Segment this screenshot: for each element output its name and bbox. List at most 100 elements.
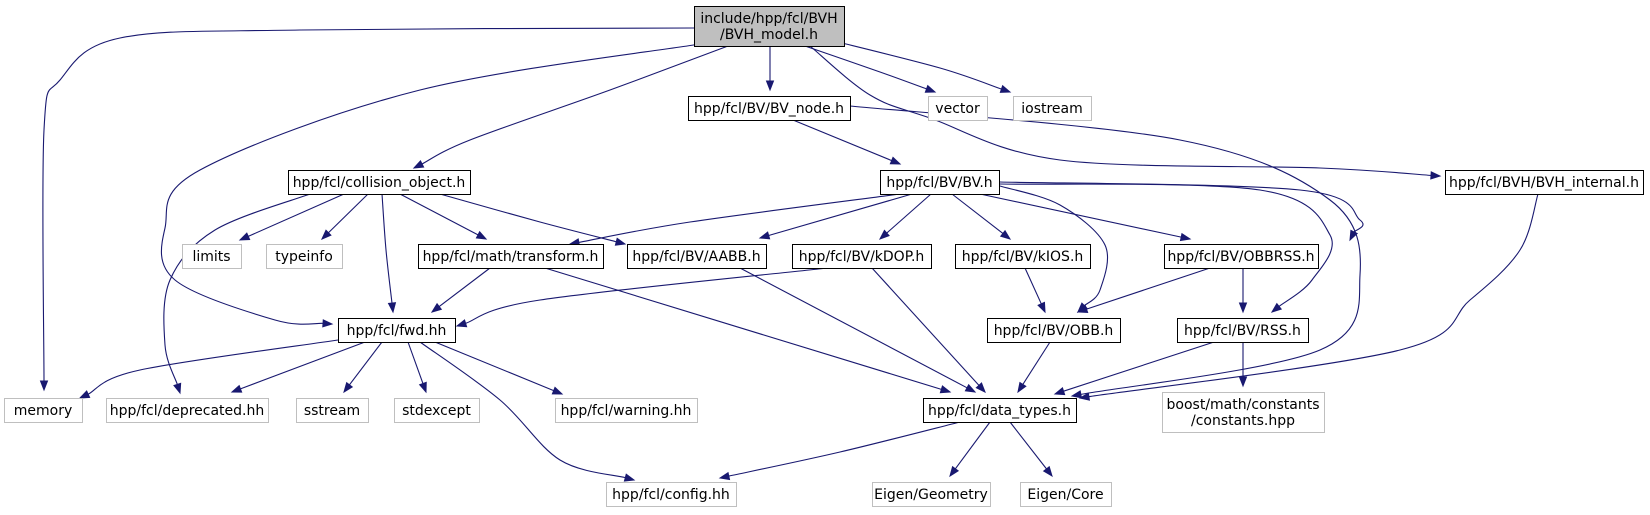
arrowhead [39,380,49,392]
node-label: hpp/fcl/BV/RSS.h [1184,323,1301,339]
edge-line [809,45,1432,176]
edge-line [1088,193,1539,398]
node-bv-node[interactable]: hpp/fcl/BV/BV_node.h [688,96,851,121]
edge-line [999,183,1333,307]
edge-line [849,105,1361,395]
edge-kdop-to-fwd [455,267,829,328]
node-data-types[interactable]: hpp/fcl/data_types.h [923,398,1077,423]
node-kdop[interactable]: hpp/fcl/BV/kDOP.h [792,244,932,269]
node-box [694,6,845,47]
edge-bv-h-to-aabb [758,193,913,240]
edge-collision-object-to-transform [399,193,488,240]
arrowhead [1349,229,1359,242]
edge-line [421,45,729,165]
node-box [296,398,369,423]
node-label: iostream [1021,101,1083,117]
node-bvh-model[interactable]: include/hpp/fcl/BVH/BVH_model.h [694,6,845,47]
edge-line [728,421,961,477]
edge-line [951,193,1004,234]
edge-line [768,193,913,237]
node-box [394,398,480,423]
edge-collision-object-to-limits [238,193,345,241]
arrowhead [1076,304,1089,314]
edge-line [954,421,991,470]
node-boost-constants: boost/math/constants/constants.hpp [1162,392,1325,433]
edge-fwd-to-deprecated [230,341,366,393]
edge-fwd-to-config [419,341,636,482]
node-stdexcept: stdexcept [394,398,480,423]
arrowhead [230,384,243,393]
node-iostream: iostream [1013,96,1092,121]
node-label: /BVH_model.h [720,27,818,43]
node-box [955,244,1091,269]
arrowhead [1053,387,1066,396]
edge-rss-to-boost-constants [1238,342,1248,388]
edge-line [248,193,345,237]
edge-bvh-model-to-memory [39,27,695,392]
edge-fwd-to-memory [78,339,339,399]
arrowhead [758,231,771,240]
node-box [606,482,737,507]
edge-bvh-model-to-bvh-internal [809,45,1442,180]
edge-bvh-model-to-fwd [160,43,701,328]
edge-line [434,341,554,392]
edge-rss-to-data-types [1053,341,1215,396]
node-aabb[interactable]: hpp/fcl/BV/AABB.h [627,244,767,269]
node-collision-object[interactable]: hpp/fcl/collision_object.h [288,170,471,195]
node-label: typeinfo [275,249,333,265]
edge-data-types-to-eigen-core [1009,421,1053,478]
node-box [288,170,471,195]
node-bvh-internal[interactable]: hpp/fcl/BVH/BVH_internal.h [1445,170,1644,195]
edge-line [544,267,942,390]
edge-line [240,341,366,390]
edge-bv-h-to-rss [999,183,1333,313]
edge-line [1009,421,1047,470]
arrowhead [455,319,468,328]
arrowhead [238,232,251,241]
edge-obb-to-data-types [1017,341,1051,394]
arrowhead [765,80,775,92]
node-box [923,398,1077,423]
arrowhead [999,84,1012,93]
node-box [928,96,988,121]
node-obbrss[interactable]: hpp/fcl/BV/OBBRSS.h [1164,244,1319,269]
arrowhead [78,390,91,399]
arrowhead [343,381,354,394]
node-bv-h[interactable]: hpp/fcl/BV/BV.h [880,170,1000,195]
arrowhead [475,230,488,240]
node-fwd[interactable]: hpp/fcl/fwd.hh [338,318,456,343]
edge-transform-to-fwd [430,267,491,313]
edge-line [381,193,393,304]
node-label: include/hpp/fcl/BVH [700,11,837,27]
dependency-nodes: include/hpp/fcl/BVH/BVH_model.h hpp/fcl/B… [4,6,1644,507]
node-label: hpp/fcl/BV/BV_node.h [694,101,844,117]
edge-line [160,43,701,325]
node-label: hpp/fcl/BV/kIOS.h [962,249,1084,265]
node-label: hpp/fcl/warning.hh [561,403,692,419]
node-kios[interactable]: hpp/fcl/BV/kIOS.h [955,244,1091,269]
node-vector: vector [928,96,988,121]
edge-collision-object-to-deprecated [163,193,311,395]
edge-line [163,193,311,385]
arrowhead [999,229,1012,240]
edge-line [979,193,1182,238]
edge-fwd-to-stdexcept [407,341,427,394]
node-warning: hpp/fcl/warning.hh [555,398,698,423]
node-obb[interactable]: hpp/fcl/BV/OBB.h [987,318,1121,343]
node-box [555,398,698,423]
node-transform[interactable]: hpp/fcl/math/transform.h [418,244,604,269]
node-limits: limits [182,244,242,269]
node-config: hpp/fcl/config.hh [606,482,737,507]
node-rss[interactable]: hpp/fcl/BV/RSS.h [1177,318,1309,343]
node-label: hpp/fcl/BV/OBB.h [994,323,1114,339]
edge-collision-object-to-aabb [439,193,627,246]
arrowhead [939,385,952,394]
edge-bv-h-to-transform [568,193,901,247]
arrowhead [1078,392,1091,401]
arrowhead [321,229,332,240]
edge-transform-to-data-types [544,267,952,394]
edge-line [438,267,491,307]
edge-line [349,341,383,386]
edge-data-types-to-config [718,421,961,481]
